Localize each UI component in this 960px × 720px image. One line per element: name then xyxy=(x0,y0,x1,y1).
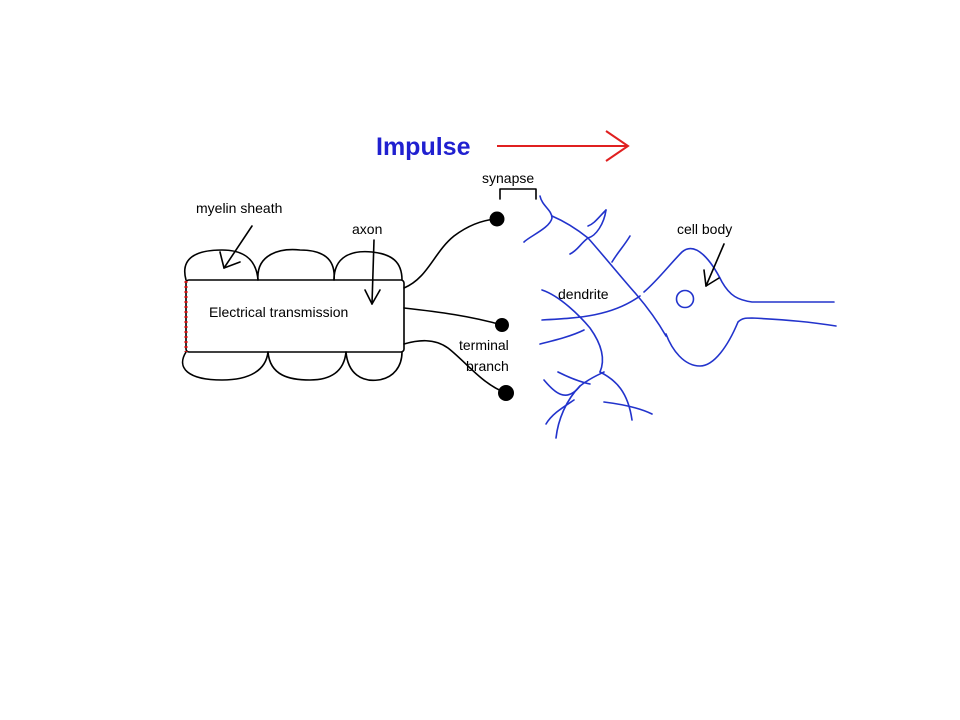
dendrite-upper-right xyxy=(611,235,631,263)
myelin-segment-top-1 xyxy=(183,249,259,281)
dendrite-main xyxy=(587,237,667,337)
electrical-transmission-label: Electrical transmission xyxy=(209,304,348,320)
dendrite-lower-branch-1 xyxy=(543,379,581,396)
dendrite-label: dendrite xyxy=(558,286,609,302)
label-pointers xyxy=(219,225,725,305)
axon-pointer-line xyxy=(371,239,375,305)
terminal-branch-lower xyxy=(403,339,507,394)
myelin-pointer-line xyxy=(223,225,253,269)
terminal-knob-upper xyxy=(489,211,505,227)
impulse-title: Impulse xyxy=(376,133,471,161)
terminal-branch-label-line2: branch xyxy=(466,358,509,374)
myelin-sheath-label: myelin sheath xyxy=(196,200,282,216)
cell-body-lower xyxy=(665,317,837,367)
synapse-bracket xyxy=(499,188,537,200)
terminal-branch-upper xyxy=(403,218,497,289)
impulse-direction-arrow xyxy=(497,130,630,162)
nucleus xyxy=(675,289,695,309)
dendrite-middle-arc xyxy=(541,295,641,321)
dendrite-middle-hook-2 xyxy=(539,329,585,345)
myelin-segment-top-2 xyxy=(257,248,335,281)
myelin-segment-bottom-3 xyxy=(345,351,403,382)
myelin-pointer-head xyxy=(219,251,241,269)
dendrite-lower-branch-3 xyxy=(599,371,633,421)
axon-pointer-head xyxy=(364,289,381,305)
dendrite-upper xyxy=(523,195,553,243)
myelin-segment-top-3 xyxy=(333,250,403,281)
dendrite-upper-branch-2 xyxy=(569,237,589,255)
myelin-sheath xyxy=(181,248,403,382)
terminal-knob-middle xyxy=(495,318,509,332)
dendrite-upper-hook xyxy=(587,209,607,227)
cell-body-outline xyxy=(643,247,835,303)
terminal-branch-middle xyxy=(403,307,503,326)
synapse-label: synapse xyxy=(482,170,534,186)
dendrite-upper-branch xyxy=(551,209,607,239)
dendrite-lower-branch-2 xyxy=(545,399,575,425)
myelin-segment-bottom-2 xyxy=(267,351,347,381)
receiving-neuron xyxy=(523,195,837,439)
dendrite-lower-branch-4 xyxy=(603,401,653,415)
cell-body-pointer-line xyxy=(705,243,725,287)
terminal-knob-lower xyxy=(498,385,514,401)
cell-body-label: cell body xyxy=(677,221,732,237)
dendrite-lower-branch-5 xyxy=(557,371,591,385)
cell-body-pointer-head xyxy=(703,269,720,287)
myelin-segment-bottom-1 xyxy=(181,351,269,381)
dendrite-middle-hook xyxy=(541,289,604,373)
terminal-branches xyxy=(403,211,514,401)
terminal-branch-label-line1: terminal xyxy=(459,337,509,353)
axon-label: axon xyxy=(352,221,382,237)
